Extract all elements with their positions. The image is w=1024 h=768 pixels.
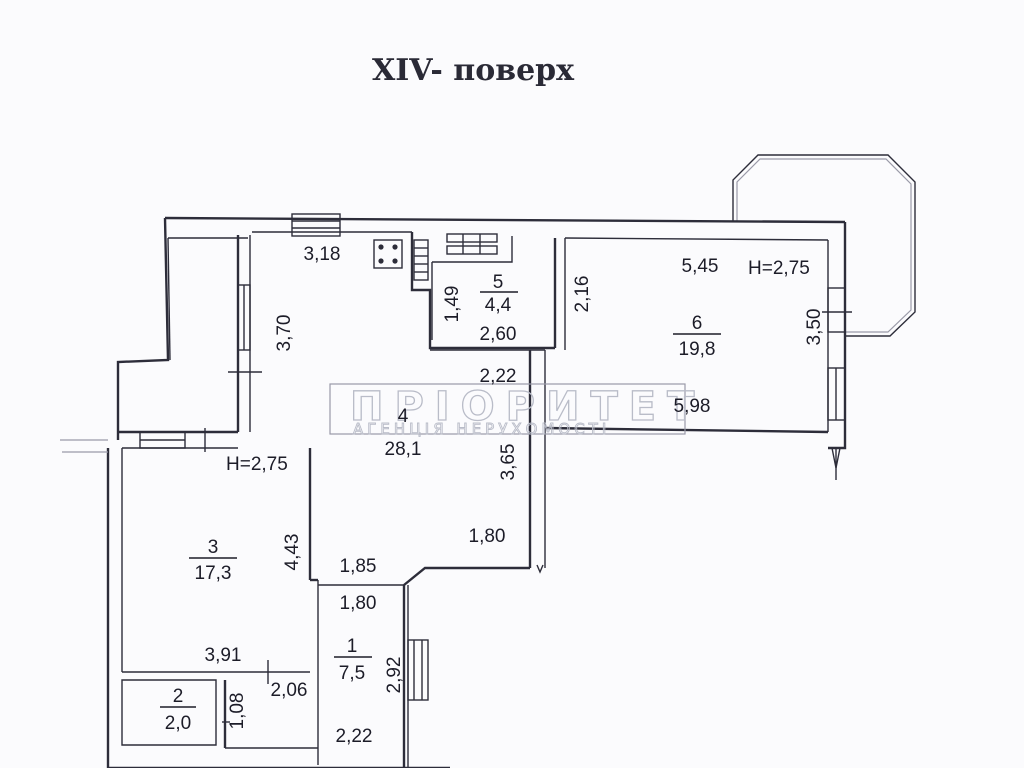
room-1-number: 1 — [347, 636, 358, 657]
window-top-room4 — [291, 213, 341, 237]
room-5-area: 4,4 — [485, 295, 512, 316]
dimension-labels: 3,18 2,60 2,22 5,45 5,98 1,80 1,85 1,80 … — [205, 244, 825, 747]
window-room3 — [139, 431, 186, 449]
room-3-area: 17,3 — [195, 563, 232, 584]
watermark-title: ПРІОРИТЕТ — [350, 384, 705, 430]
floor-title: XIV- поверх — [372, 53, 575, 88]
dim-1-80-right: 1,80 — [469, 526, 506, 547]
dim-1-80-hall: 1,80 — [340, 593, 377, 614]
dim-2-92: 2,92 — [384, 657, 405, 694]
stove-icon — [373, 239, 403, 269]
kitchen-fixtures — [373, 233, 498, 281]
dim-5-98: 5,98 — [674, 396, 711, 417]
room-1-area: 7,5 — [339, 663, 365, 684]
dim-1-08: 1,08 — [227, 693, 248, 730]
room-labels: 5 4,4 6 19,8 4 28,1 3 17,3 1 7,5 2 2,0 — [160, 272, 721, 734]
dim-3-18: 3,18 — [304, 244, 341, 265]
room-6-area: 19,8 — [679, 339, 716, 360]
dim-3-91: 3,91 — [205, 645, 242, 666]
dim-3-65: 3,65 — [498, 444, 519, 481]
room-5-number: 5 — [493, 272, 504, 293]
window-left-room4 — [237, 284, 251, 351]
room-6-ceiling-height: H=2,75 — [748, 258, 810, 279]
dim-2-22-bottom: 2,22 — [336, 726, 373, 747]
watermark-subtitle: АГЕНЦІЯ НЕРУХОМОСТІ — [353, 420, 610, 438]
room-4-number: 4 — [398, 406, 409, 427]
dim-4-43: 4,43 — [282, 534, 303, 571]
room-3-number: 3 — [208, 537, 219, 558]
dim-2-06: 2,06 — [271, 680, 308, 701]
dim-3-70: 3,70 — [274, 315, 295, 352]
ventilation-grille-icon — [446, 233, 498, 255]
room-2-number: 2 — [173, 686, 184, 707]
window-room1 — [407, 639, 429, 701]
room-6-number: 6 — [692, 313, 703, 334]
windows — [139, 213, 846, 701]
dim-5-45: 5,45 — [682, 256, 719, 277]
door-marks — [204, 311, 852, 723]
room-2-area: 2,0 — [165, 713, 191, 734]
dim-2-16: 2,16 — [572, 276, 593, 313]
dim-2-60: 2,60 — [480, 324, 517, 345]
dim-3-50: 3,50 — [804, 309, 825, 346]
dim-1-85: 1,85 — [340, 556, 377, 577]
radiator-icon — [413, 239, 429, 281]
dim-2-22-top: 2,22 — [480, 366, 517, 387]
room-4-area: 28,1 — [385, 439, 422, 460]
window-room6-right — [827, 367, 846, 421]
balcony-door-room6 — [827, 287, 846, 333]
balcony-outline — [732, 154, 916, 337]
room-3-ceiling-height: H=2,75 — [226, 454, 288, 475]
dim-1-49: 1,49 — [442, 286, 463, 323]
agency-watermark: ПРІОРИТЕТ АГЕНЦІЯ НЕРУХОМОСТІ — [329, 383, 705, 438]
ceiling-heights: H=2,75 H=2,75 — [226, 258, 810, 475]
